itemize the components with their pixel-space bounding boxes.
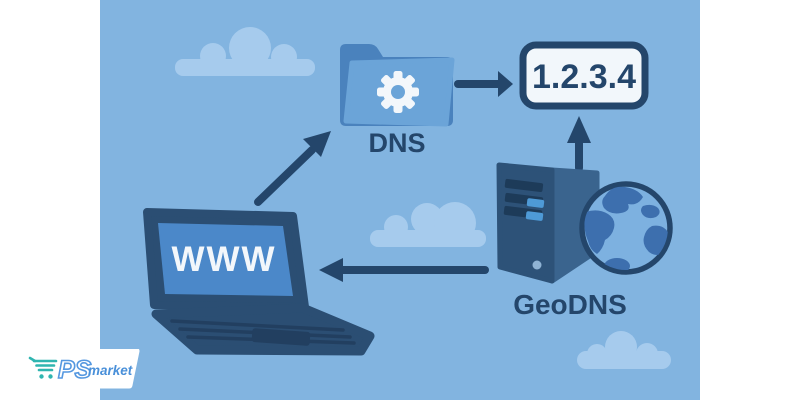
- shopping-cart-icon: [28, 356, 58, 379]
- ps-market-logo-svg: PS market: [20, 347, 140, 389]
- illustration-canvas: DNS 1.2.3.4: [100, 0, 700, 400]
- cloud: [175, 27, 315, 76]
- ip-value: 1.2.3.4: [532, 58, 636, 96]
- ps-market-logo: PS market: [20, 347, 140, 389]
- www-label: WWW: [171, 240, 276, 279]
- arrow-browser-to-dns: [254, 131, 331, 206]
- server-led: [532, 260, 542, 270]
- arrow-dns-to-ip: [454, 71, 513, 97]
- ip-box: 1.2.3.4: [519, 41, 649, 110]
- geodns-label: GeoDNS: [513, 289, 627, 320]
- server-drive-slots: [503, 178, 545, 221]
- cloud: [577, 331, 671, 369]
- laptop-touchpad: [251, 328, 311, 346]
- arrow-geodns-to-ip: [567, 116, 591, 172]
- laptop-icon: WWW: [143, 208, 375, 356]
- logo-brand: PS: [58, 356, 92, 384]
- geodns-diagram: DNS 1.2.3.4: [143, 27, 673, 369]
- globe-icon: [579, 181, 673, 275]
- logo-suffix: market: [88, 363, 133, 378]
- dns-label: DNS: [368, 128, 425, 158]
- arrow-geodns-to-browser: [319, 258, 489, 282]
- cloud: [370, 202, 486, 247]
- folder-gear-icon: DNS: [340, 44, 455, 158]
- laptop-screen: [158, 223, 293, 296]
- gear-icon: [377, 71, 419, 113]
- server-globe-icon: GeoDNS: [496, 162, 673, 320]
